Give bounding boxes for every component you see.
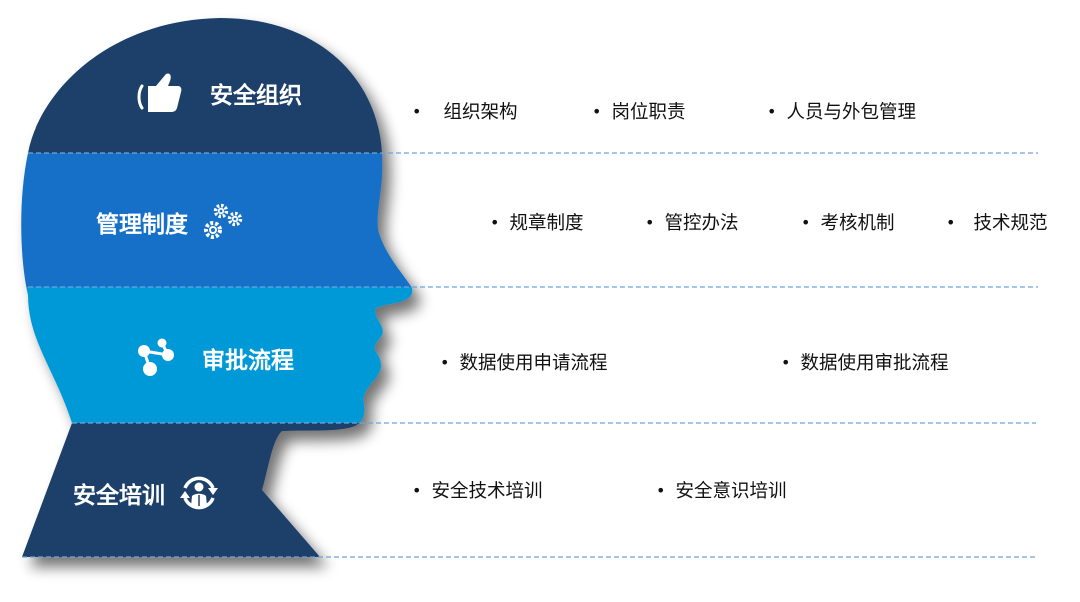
list-item: • 规章制度 [490, 209, 583, 235]
item-text: 安全意识培训 [675, 481, 787, 502]
band-label-text: 安全培训 [73, 483, 165, 509]
list-item: • 数据使用审批流程 [781, 349, 948, 375]
band-label-text: 审批流程 [202, 348, 294, 374]
list-item: • 数据使用申请流程 [440, 349, 607, 375]
band-label-security-training: 安全培训 [73, 472, 221, 514]
bullet: • [801, 212, 811, 232]
workflow-nodes-icon [134, 337, 180, 379]
bullet: • [412, 480, 422, 500]
bullet: • [946, 212, 956, 232]
band-label-management-system: 管理制度 [96, 202, 246, 242]
bullet: • [440, 352, 450, 372]
bullet: • [645, 212, 655, 232]
item-text: 技术规范 [973, 213, 1048, 234]
band-label-approval-process: 审批流程 [134, 337, 294, 379]
bullet: • [781, 352, 791, 372]
band-label-text: 安全组织 [210, 83, 302, 109]
item-text: 数据使用审批流程 [800, 353, 949, 374]
thumbs-up-icon [136, 72, 184, 114]
band-label-safety-organization: 安全组织 [136, 72, 302, 114]
item-text: 规章制度 [509, 213, 584, 234]
list-item: • 技术规范 [946, 209, 1047, 235]
item-text: 岗位职责 [611, 102, 686, 123]
item-text: 人员与外包管理 [786, 102, 916, 123]
list-item: • 人员与外包管理 [767, 98, 916, 124]
list-item: • 岗位职责 [592, 98, 685, 124]
item-text: 管控办法 [664, 213, 739, 234]
band-label-text: 管理制度 [96, 212, 188, 238]
item-text: 数据使用申请流程 [459, 353, 608, 374]
bullet: • [412, 101, 422, 121]
bullet: • [592, 101, 602, 121]
item-text: 安全技术培训 [431, 481, 543, 502]
list-item: • 安全意识培训 [656, 477, 786, 503]
bullet: • [767, 101, 777, 121]
bullet: • [490, 212, 500, 232]
list-item: • 管控办法 [645, 209, 738, 235]
training-cycle-icon [177, 472, 221, 514]
bullet: • [656, 480, 666, 500]
item-text: 考核机制 [820, 213, 895, 234]
list-item: • 考核机制 [801, 209, 894, 235]
list-item: • 安全技术培训 [412, 477, 542, 503]
item-text: 组织架构 [443, 102, 518, 123]
gears-icon [200, 202, 246, 242]
list-item: • 组织架构 [412, 98, 517, 124]
